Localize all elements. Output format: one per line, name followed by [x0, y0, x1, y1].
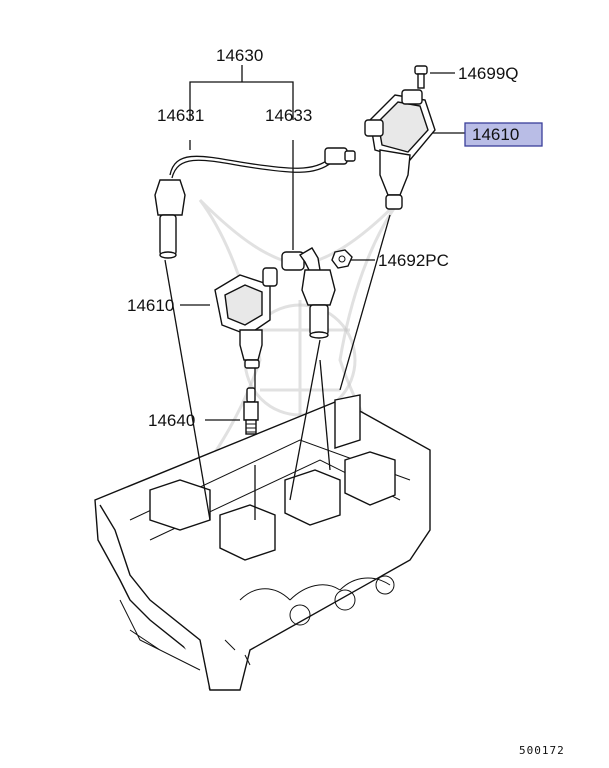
cylinder-head — [94, 394, 431, 691]
label-14699q[interactable]: 14699Q — [458, 64, 519, 83]
label-14631[interactable]: 14631 — [157, 106, 204, 125]
spark-plug — [243, 387, 259, 435]
label-14692pc[interactable]: 14692PC — [378, 251, 449, 270]
bolt-part — [414, 65, 428, 89]
label-14630[interactable]: 14630 — [216, 46, 263, 65]
nut-part — [331, 249, 353, 269]
ignition-coil-left — [214, 267, 278, 369]
label-14640[interactable]: 14640 — [148, 411, 195, 430]
label-14610-left[interactable]: 14610 — [127, 296, 174, 315]
label-14633[interactable]: 14633 — [265, 106, 312, 125]
diagram-reference: 500172 — [519, 744, 565, 757]
leader-lines — [164, 65, 465, 521]
highlight-box — [464, 122, 543, 147]
ignition-cable-right — [281, 247, 336, 339]
ignition-coil-highlighted — [364, 89, 436, 210]
label-14610-highlighted[interactable]: 14610 — [472, 125, 519, 144]
ignition-cable-left — [154, 147, 356, 259]
